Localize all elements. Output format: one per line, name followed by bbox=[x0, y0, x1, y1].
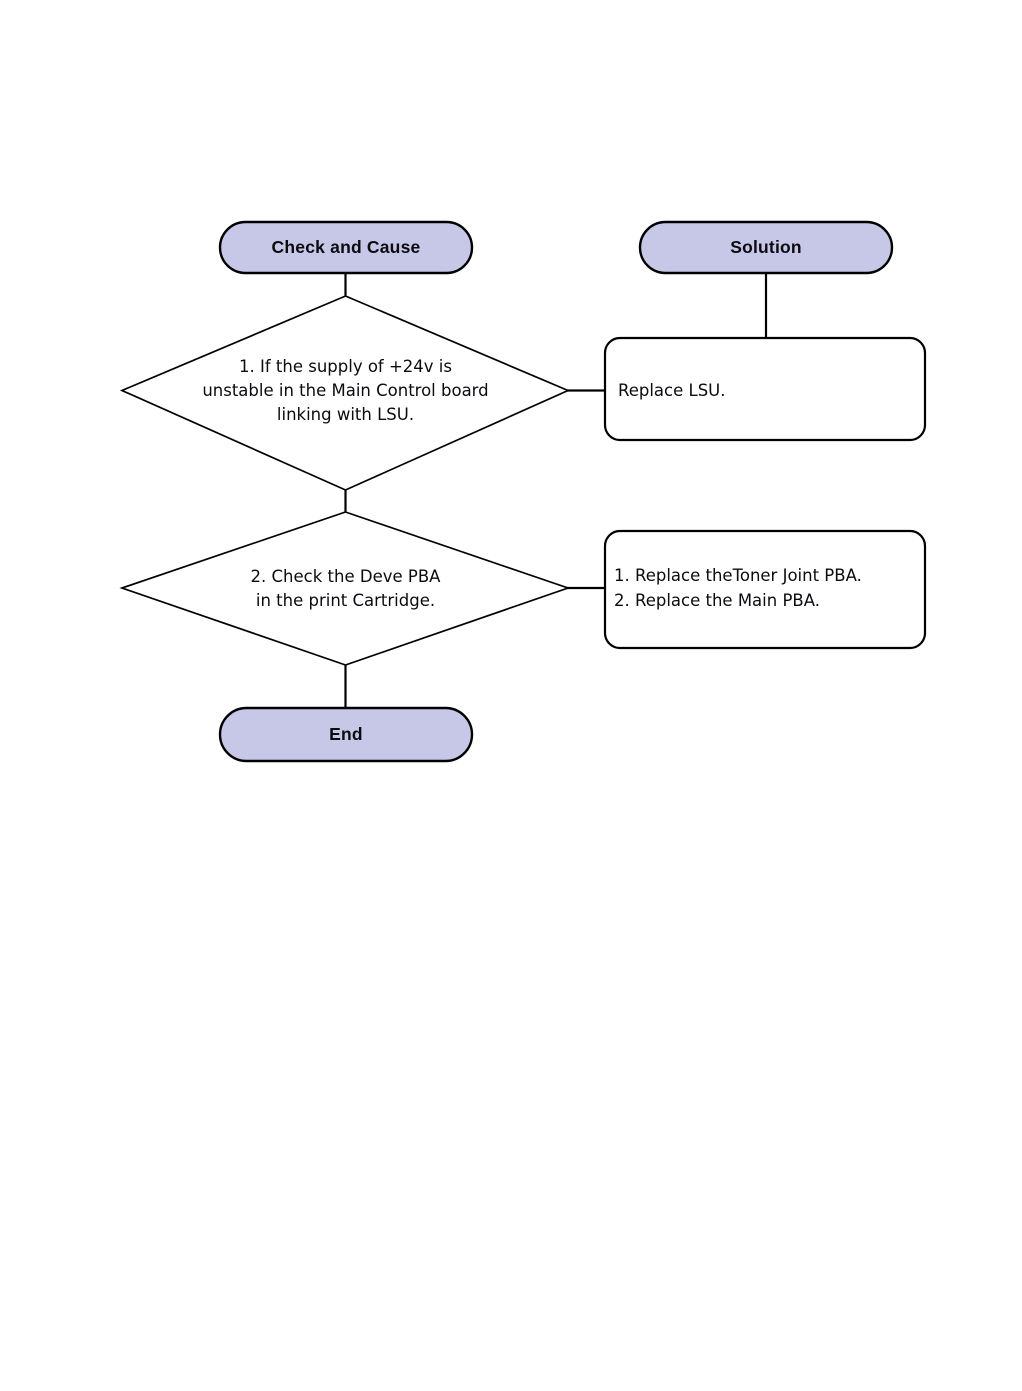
decision-node-1[interactable]: 1. If the supply of +24v is unstable in … bbox=[122, 296, 568, 490]
solution-label: Solution bbox=[730, 237, 802, 257]
decision-node-2[interactable]: 2. Check the Deve PBA in the print Cartr… bbox=[122, 512, 568, 665]
end-pill bbox=[220, 708, 472, 761]
action-node-1[interactable]: Replace LSU. bbox=[605, 338, 925, 440]
check-and-cause-pill bbox=[220, 222, 472, 273]
connector-layer bbox=[346, 272, 767, 708]
action-node-2[interactable]: 1. Replace theToner Joint PBA. 2. Replac… bbox=[605, 531, 925, 648]
action-1-box bbox=[605, 338, 925, 440]
check-and-cause-header[interactable]: Check and Cause bbox=[220, 222, 472, 273]
decision-1-line-2: unstable in the Main Control board bbox=[202, 381, 488, 400]
action-2-box bbox=[605, 531, 925, 648]
decision-2-line-1: 2. Check the Deve PBA bbox=[251, 567, 442, 586]
decision-1-diamond bbox=[122, 296, 568, 490]
action-2-line-2: 2. Replace the Main PBA. bbox=[614, 591, 820, 610]
decision-2-line-2: in the print Cartridge. bbox=[256, 591, 435, 610]
decision-1-line-1: 1. If the supply of +24v is bbox=[239, 357, 452, 376]
action-2-line-1: 1. Replace theToner Joint PBA. bbox=[614, 566, 862, 585]
end-node[interactable]: End bbox=[220, 708, 472, 761]
solution-pill bbox=[640, 222, 892, 273]
check-and-cause-label: Check and Cause bbox=[272, 237, 421, 257]
decision-1-line-3: linking with LSU. bbox=[277, 405, 414, 424]
action-1-line-1: Replace LSU. bbox=[618, 381, 726, 400]
end-label: End bbox=[329, 724, 363, 744]
solution-header[interactable]: Solution bbox=[640, 222, 892, 273]
decision-2-diamond bbox=[122, 512, 568, 665]
